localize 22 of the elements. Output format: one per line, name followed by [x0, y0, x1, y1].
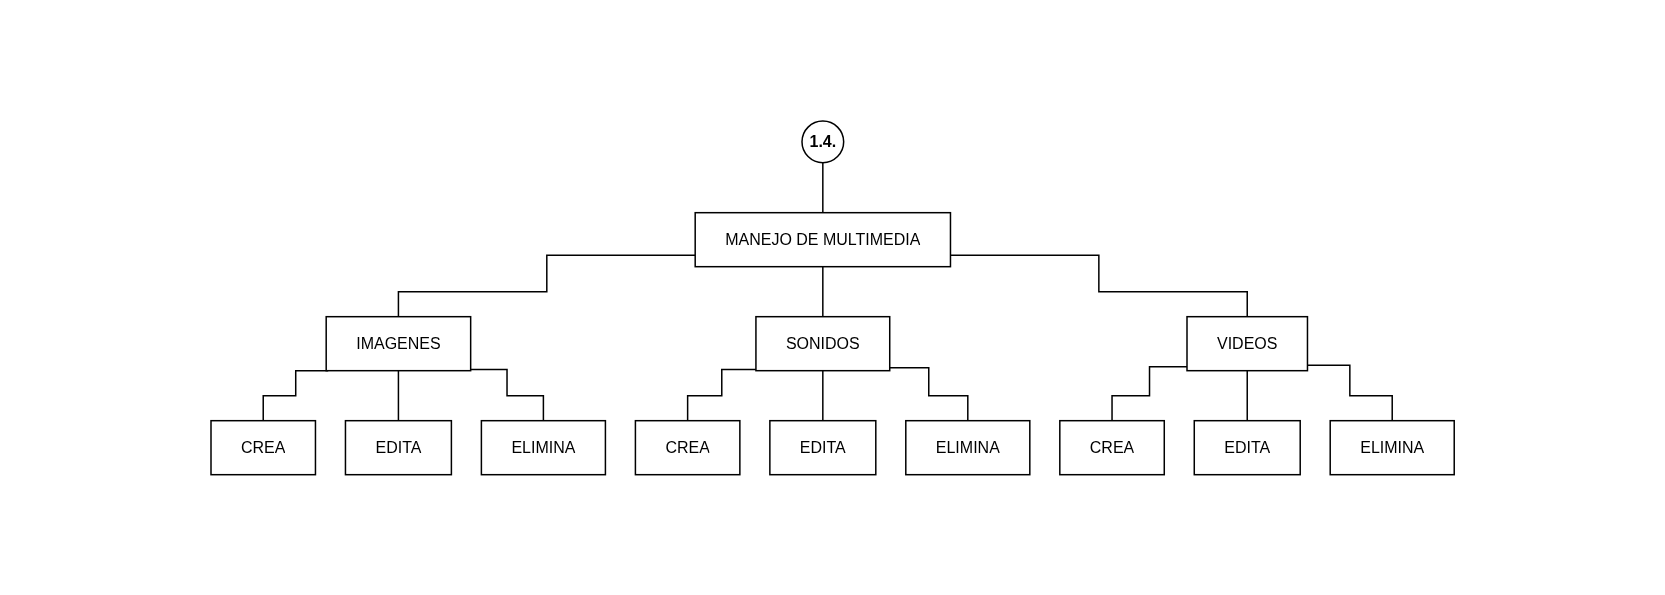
connector [821, 265, 824, 318]
node-box: ELIMINA [1329, 419, 1455, 476]
node-box: IMAGENES [325, 315, 472, 372]
connector [397, 254, 696, 318]
node-box: MANEJO DE MULTIMEDIA [694, 211, 952, 268]
connector [1246, 369, 1248, 422]
node-box: ELIMINA [904, 419, 1031, 476]
node-box: ELIMINA [480, 419, 607, 476]
node-box: VIDEOS [1186, 315, 1309, 372]
node-box: EDITA [769, 419, 877, 476]
connector [469, 368, 545, 422]
connector [821, 161, 824, 214]
node-circle: 1.4. [801, 119, 845, 164]
connector [821, 369, 824, 422]
node-box: EDITA [1193, 419, 1301, 476]
node-box: SONIDOS [755, 315, 891, 372]
node-box: EDITA [344, 419, 453, 476]
connector [397, 369, 400, 422]
node-box: CREA [634, 419, 741, 476]
node-box: CREA [1058, 419, 1165, 476]
node-box: CREA [210, 419, 317, 476]
connector [686, 368, 757, 422]
